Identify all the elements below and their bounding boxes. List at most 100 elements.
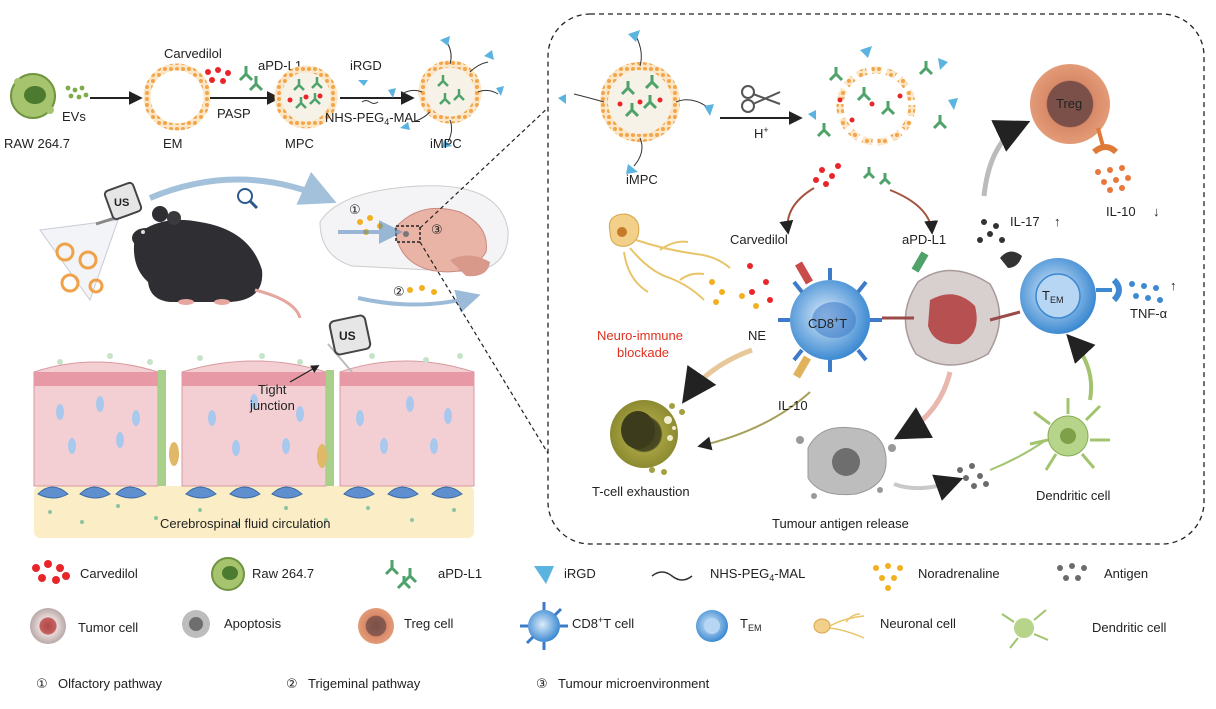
us-top-label: US: [114, 197, 129, 209]
legend-noradrenaline-label: Noradrenaline: [918, 566, 1000, 581]
blockade-label: blockade: [617, 345, 669, 360]
legend-cd8-label: CD8+T cell: [572, 615, 634, 631]
legend-cd8: CD8+T cell: [520, 602, 634, 650]
tight-junction-arrow: [289, 365, 320, 383]
em-label: EM: [163, 136, 183, 151]
tight-junction-left: [158, 370, 166, 486]
legend-tem-label: TEM: [740, 616, 761, 633]
epithelial-cell-3: [339, 360, 475, 487]
pathway-2-marker: ②: [393, 284, 405, 299]
mouse-icon: [132, 206, 302, 319]
dendritic-label: Dendritic cell: [1036, 488, 1111, 503]
tem-label: TEM: [1042, 288, 1063, 305]
legend: Carvedilol Raw 264.7 aPD-L1 iRGD NHS-PEG…: [30, 557, 1167, 650]
csf-region: [34, 486, 474, 538]
legend-raw-label: Raw 264.7: [252, 566, 314, 581]
legend-carvedilol: Carvedilol: [32, 560, 138, 584]
raw-label: RAW 264.7: [4, 136, 70, 151]
scissors-icon: [741, 85, 781, 113]
mpc-particle-icon: [274, 65, 338, 129]
legend-dendritic: Dendritic cell: [1001, 609, 1167, 649]
h-plus-label: H+: [754, 125, 769, 141]
legend-tem: TEM: [696, 610, 761, 642]
tight-label: Tight: [258, 382, 287, 397]
treg-cell-icon: [1030, 64, 1119, 155]
tme-impc-icon: [558, 30, 714, 174]
legend-nhs-label: NHS-PEG4-MAL: [710, 566, 805, 583]
evs-dots-icon: [65, 85, 89, 100]
tnf-dots-icon: [1129, 281, 1163, 303]
tme-apdl1-label: aPD-L1: [902, 232, 946, 247]
il17-dots-icon: [977, 219, 1005, 243]
legend-raw: Raw 264.7: [211, 557, 314, 591]
pathway-3-marker: ③: [431, 222, 443, 237]
legend-noradrenaline: Noradrenaline: [873, 563, 1000, 591]
il10-label: IL-10: [778, 398, 808, 413]
legend-apdl1-label: aPD-L1: [438, 566, 482, 581]
il10-dots-icon: [1095, 165, 1131, 193]
irgd-top-label: iRGD: [350, 58, 382, 73]
nhs-label: NHS-PEG4-MAL: [325, 110, 420, 127]
footnote-p3-num: ③: [536, 676, 548, 691]
tnf-label: TNF-α: [1130, 306, 1168, 321]
tme-carvedilol-label: Carvedilol: [730, 232, 788, 247]
legend-neuronal: Neuronal cell: [813, 613, 956, 639]
footnote-p2: Trigeminal pathway: [308, 676, 421, 691]
il17-up-arrow: ↑: [1054, 214, 1061, 229]
nasal-epithelium-panel: US Tight junction Cerebrospinal fluid ci…: [33, 314, 475, 538]
apoptotic-tumor-icon: [796, 426, 896, 499]
ne-to-exhaustion-arrow: [682, 347, 753, 404]
neuron-cell-icon: [608, 213, 731, 305]
mpc-label: MPC: [285, 136, 314, 151]
irgd-small-icon: [358, 80, 368, 86]
ne-label: NE: [748, 328, 766, 343]
synthesis-panel: RAW 264.7 EVs EM Carvedilol PASP aPD-L1: [4, 36, 504, 151]
csf-label: Cerebrospinal fluid circulation: [160, 516, 331, 531]
trigeminal-arrow: [357, 289, 481, 313]
tme-panel: iMPC H+ Carvedilol aPD-: [558, 30, 1177, 531]
legend-dendritic-label: Dendritic cell: [1092, 620, 1167, 635]
tme-panel-border: [547, 13, 1205, 545]
neuro-immune-label: Neuro-immune: [597, 328, 683, 343]
apoptosis-to-antigen-arrow: [893, 474, 964, 501]
magnifier-icon: [237, 188, 253, 204]
footnote-p1-num: ①: [36, 676, 48, 691]
carvedilol-arrow: [779, 187, 815, 235]
tumor-to-apoptosis-arrow: [893, 371, 953, 440]
legend-irgd-label: iRGD: [564, 566, 596, 581]
pathway-1-marker: ①: [349, 202, 361, 217]
tem-cell-icon: [1020, 258, 1122, 334]
legend-neuronal-label: Neuronal cell: [880, 616, 956, 631]
epithelial-cell-1: [33, 361, 159, 487]
apdl1-top-label: aPD-L1: [258, 58, 302, 73]
legend-tumor-label: Tumor cell: [78, 620, 138, 635]
peg-linker-icon: [361, 100, 379, 104]
legend-irgd: iRGD: [534, 566, 596, 584]
zoom-line-bottom: [419, 241, 553, 461]
legend-nhs: NHS-PEG4-MAL: [651, 566, 805, 583]
legend-apdl1: aPD-L1: [384, 560, 482, 590]
basal-cells: [37, 486, 463, 499]
legend-apoptosis: Apoptosis: [182, 610, 282, 638]
il17-receptor-icon: [1000, 251, 1022, 268]
em-vesicle-icon: [143, 63, 211, 131]
neuron-left: [169, 442, 179, 466]
impc-label: iMPC: [430, 136, 462, 151]
zoom-line-top: [419, 103, 553, 229]
legend-treg-label: Treg cell: [404, 616, 453, 631]
released-antibody-icon: [862, 167, 892, 186]
mucus-particles: [57, 353, 463, 365]
il10-down-arrow: ↓: [1153, 204, 1160, 219]
pasp-label: PASP: [217, 106, 251, 121]
legend-antigen: Antigen: [1057, 563, 1148, 581]
pathway-footnote: ① Olfactory pathway ② Trigeminal pathway…: [36, 676, 710, 691]
apdl1-arrow: [889, 189, 939, 235]
ne-dots-icon: [739, 263, 773, 309]
treg-arrow: [981, 120, 1031, 197]
raw-cell-icon: [10, 73, 56, 119]
legend-tumor: Tumor cell: [30, 608, 138, 644]
antigen-release-label: Tumour antigen release: [772, 516, 909, 531]
brain-icon: [319, 185, 509, 295]
